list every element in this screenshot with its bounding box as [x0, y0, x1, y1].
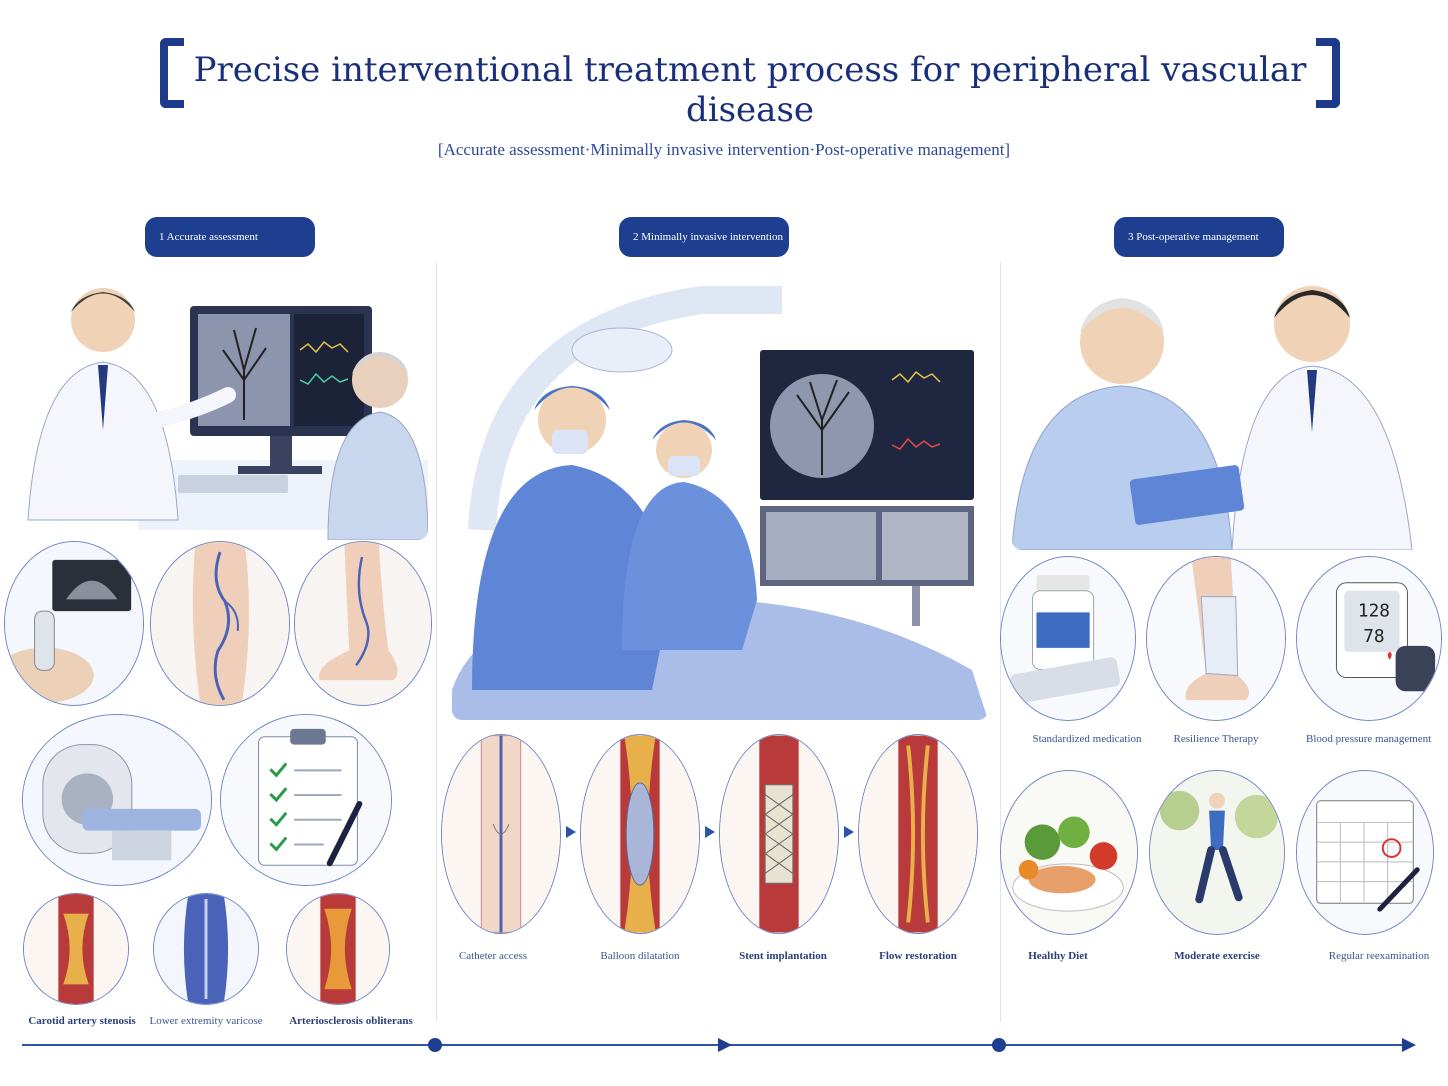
healthy-diet-image: [1000, 770, 1138, 935]
right-bracket: [1316, 38, 1340, 108]
timeline-arrow: [1402, 1038, 1416, 1052]
patient-doctor-illustration: [1012, 262, 1442, 550]
ct-scanner-image: [22, 714, 212, 886]
page-title: Precise interventional treatment process…: [193, 50, 1307, 130]
condition-label: Arteriosclerosis obliterans: [289, 1015, 413, 1027]
consultation-scene: [8, 270, 428, 540]
doctor-monitor-illustration: [8, 270, 428, 540]
step-label: Flow restoration: [879, 950, 957, 962]
catheter-access-image: [441, 734, 561, 934]
section-pill-assessment: 1 Accurate assessment: [145, 217, 315, 257]
condition-label: Lower extremity varicose: [149, 1015, 263, 1027]
title-block: Precise interventional treatment process…: [160, 38, 1340, 130]
left-bracket: [160, 38, 184, 108]
stent-implantation-image: [719, 734, 839, 934]
surgery-scene: [452, 270, 988, 720]
arteriosclerosis-image: [286, 893, 390, 1005]
foot-varicose-image: [294, 541, 432, 706]
checklist-image: [220, 714, 392, 886]
surgery-illustration: [452, 270, 988, 720]
bp-diastolic: 78: [1363, 627, 1384, 647]
step-label: Balloon dilatation: [600, 950, 680, 962]
step-arrow: [844, 826, 854, 838]
moderate-exercise-image: [1149, 770, 1285, 935]
balloon-dilatation-image: [580, 734, 700, 934]
care-label: Resilience Therapy: [1173, 733, 1259, 745]
flow-restoration-image: [858, 734, 978, 934]
carotid-stenosis-image: [23, 893, 129, 1005]
timeline-dot: [428, 1038, 442, 1052]
ultrasound-exam-image: [4, 541, 144, 706]
followup-scene: [1012, 262, 1442, 550]
calendar-image: [1296, 770, 1434, 935]
section-pill-management: 3 Post-operative management: [1114, 217, 1284, 257]
page-subtitle: [Accurate assessment·Minimally invasive …: [437, 140, 1011, 159]
care-label: Regular reexamination: [1328, 950, 1430, 962]
step-label: Catheter access: [458, 950, 528, 962]
bp-systolic: 128: [1358, 601, 1390, 621]
care-label: Healthy Diet: [1028, 950, 1088, 962]
medication-image: [1000, 556, 1136, 721]
section-divider: [436, 262, 437, 1022]
care-label: Standardized medication: [1032, 733, 1142, 745]
timeline-dot: [992, 1038, 1006, 1052]
bp-monitor-image: 128 78: [1296, 556, 1442, 721]
timeline-arrow: [718, 1038, 732, 1052]
timeline-line: [22, 1044, 1408, 1046]
care-label: Blood pressure management: [1306, 733, 1432, 745]
care-label: Moderate exercise: [1174, 950, 1260, 962]
section-pill-intervention: 2 Minimally invasive intervention: [619, 217, 789, 257]
leg-varicose-image: [150, 541, 290, 706]
varicose-vein-image: [153, 893, 259, 1005]
step-arrow: [566, 826, 576, 838]
compression-therapy-image: [1146, 556, 1286, 721]
condition-label: Carotid artery stenosis: [28, 1015, 136, 1027]
step-arrow: [705, 826, 715, 838]
step-label: Stent implantation: [739, 950, 827, 962]
